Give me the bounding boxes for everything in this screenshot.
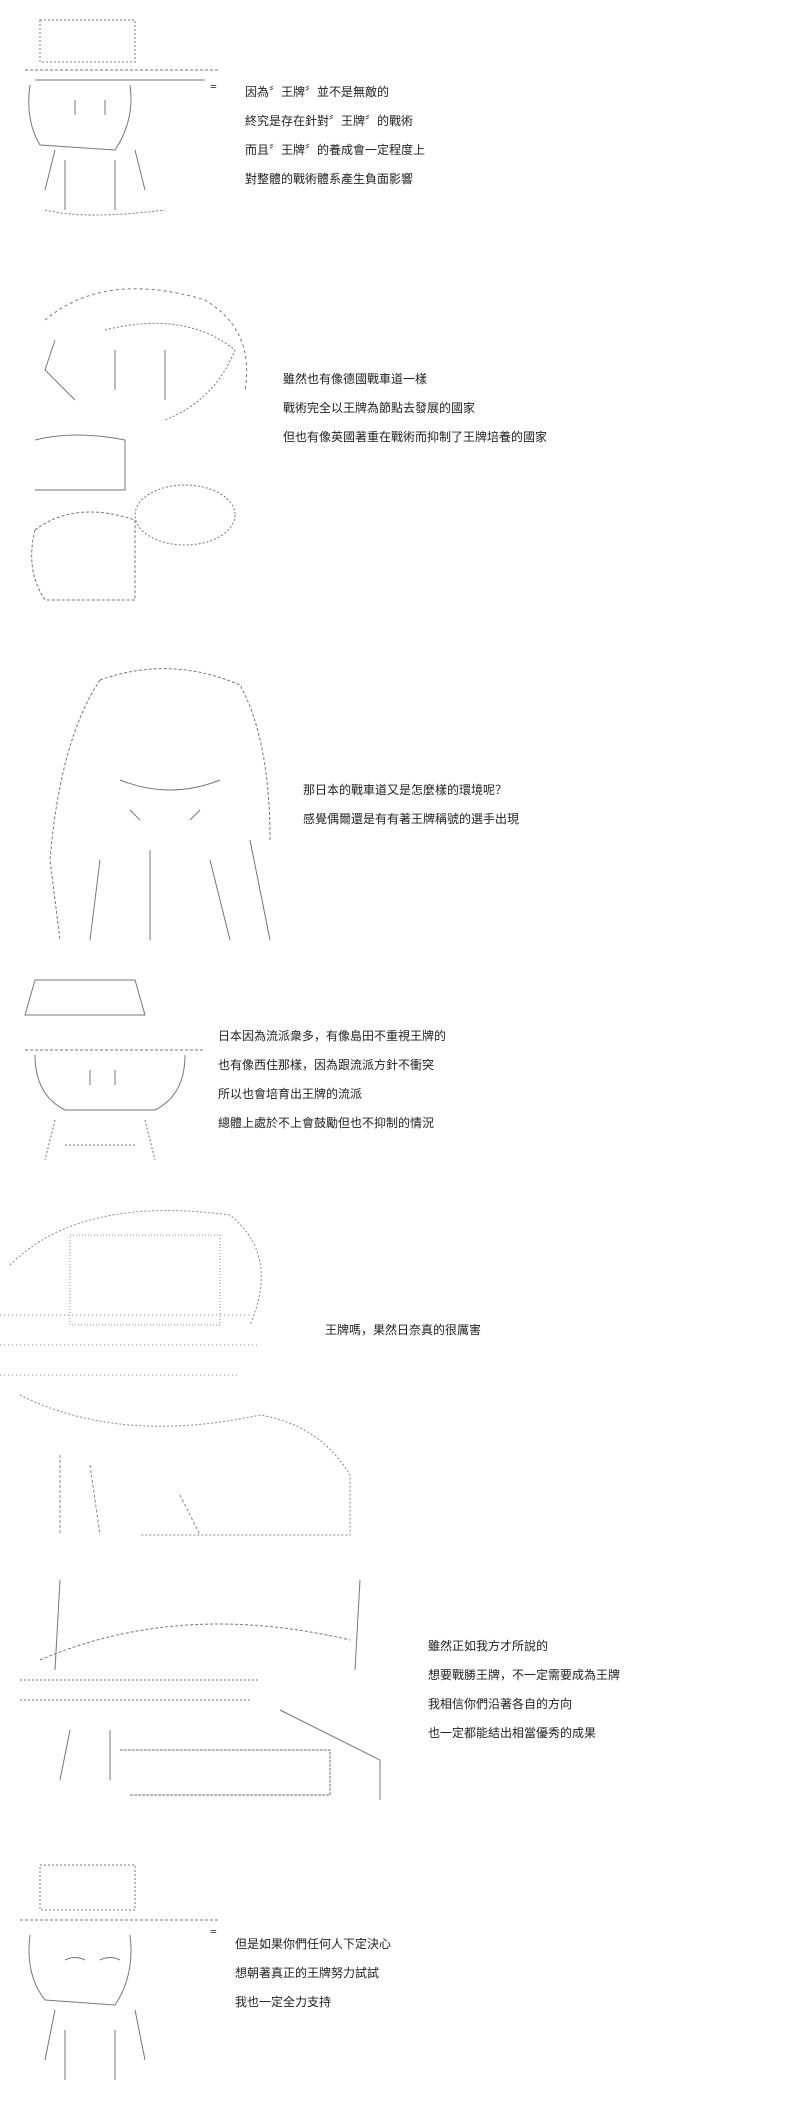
ascii-art-character-long-hair xyxy=(49,668,271,941)
dialogue-line: 王牌嗎，果然日奈真的很厲害 xyxy=(325,1323,482,1337)
dialogue-block-2: 雖然也有像德國戰車道一樣 戰術完全以王牌為節點去發展的國家 但也有像英國著重在戰… xyxy=(283,365,547,452)
panel-6: 雖然正如我方才所說的 想要戰勝王牌，不一定需要成為王牌 我相信你們沿著各自的方向… xyxy=(0,1570,800,1810)
dialogue-line: 所以也會培育出王牌的流派 xyxy=(218,1087,363,1101)
dialogue-line: 想要戰勝王牌，不一定需要成為王牌 xyxy=(428,1668,621,1682)
dialogue-block-6: 雖然正如我方才所說的 想要戰勝王牌，不一定需要成為王牌 我相信你們沿著各自的方向… xyxy=(428,1632,620,1748)
svg-text:=: = xyxy=(210,1925,217,1938)
panel-3: 那日本的戰車道又是怎麼樣的環境呢？ 感覺偶爾還是有有著王牌稱號的選手出現 xyxy=(0,660,800,950)
dialogue-line: 但也有像英國著重在戰術而抑制了王牌培養的國家 xyxy=(283,430,548,444)
dialogue-line: 也有像西住那樣，因為跟流派方針不衝突 xyxy=(218,1058,435,1072)
ascii-art-character-cap-3: = xyxy=(20,1864,220,2080)
dialogue-line: 但是如果你們任何人下定決心 xyxy=(235,1937,392,1951)
dialogue-block-7: 但是如果你們任何人下定決心 想朝著真正的王牌努力試試 我也一定全力支持 xyxy=(235,1930,391,2017)
dialogue-line: 雖然正如我方才所說的 xyxy=(428,1639,549,1653)
panel-5: 王牌嗎，果然日奈真的很厲害 xyxy=(0,1195,800,1560)
dialogue-line: 總體上處於不上會鼓勵但也不抑制的情況 xyxy=(218,1116,435,1130)
ascii-art-character-glasses xyxy=(20,1579,381,1800)
panel-1: = 因為〞王牌〞並不是無敵的 終究是存在針對〞王牌〞的戰術 而且〞王牌〞的養成會… xyxy=(0,0,800,220)
dialogue-line: 對整體的戰術體系產生負面影響 xyxy=(245,172,414,186)
panel-2: 雖然也有像德國戰車道一樣 戰術完全以王牌為節點去發展的國家 但也有像英國著重在戰… xyxy=(0,270,800,620)
dialogue-block-4: 日本因為流派衆多，有像島田不重視王牌的 也有像西住那樣，因為跟流派方針不衝突 所… xyxy=(218,1022,446,1138)
dialogue-block-1: 因為〞王牌〞並不是無敵的 終究是存在針對〞王牌〞的戰術 而且〞王牌〞的養成會一定… xyxy=(245,78,425,194)
dialogue-line: 我也一定全力支持 xyxy=(235,1995,332,2009)
dialogue-line: 而且〞王牌〞的養成會一定程度上 xyxy=(245,143,426,157)
dialogue-block-3: 那日本的戰車道又是怎麼樣的環境呢？ 感覺偶爾還是有有著王牌稱號的選手出現 xyxy=(303,776,519,834)
dialogue-line: 戰術完全以王牌為節點去發展的國家 xyxy=(283,401,476,415)
panel-4: 日本因為流派衆多，有像島田不重視王牌的 也有像西住那樣，因為跟流派方針不衝突 所… xyxy=(0,970,800,1170)
dialogue-line: 日本因為流派衆多，有像島田不重視王牌的 xyxy=(218,1029,447,1043)
dialogue-line: 因為〞王牌〞並不是無敵的 xyxy=(245,85,390,99)
dialogue-line: 雖然也有像德國戰車道一樣 xyxy=(283,372,428,386)
ascii-art-character-cap: = xyxy=(25,19,220,216)
dialogue-line: 那日本的戰車道又是怎麼樣的環境呢？ xyxy=(303,783,508,797)
dialogue-line: 我相信你們沿著各自的方向 xyxy=(428,1697,573,1711)
panel-7: = 但是如果你們任何人下定決心 想朝著真正的王牌努力試試 我也一定全力支持 xyxy=(0,1860,800,2114)
ascii-art-character-beret xyxy=(31,288,248,601)
dialogue-line: 感覺偶爾還是有有著王牌稱號的選手出現 xyxy=(303,812,520,826)
dialogue-block-5: 王牌嗎，果然日奈真的很厲害 xyxy=(325,1316,481,1345)
dialogue-line: 終究是存在針對〞王牌〞的戰術 xyxy=(245,114,414,128)
dialogue-line: 想朝著真正的王牌努力試試 xyxy=(235,1966,380,1980)
ascii-art-character-cap-2 xyxy=(24,979,205,1161)
ascii-art-character-dense xyxy=(0,1210,351,1536)
svg-text:=: = xyxy=(210,80,217,93)
dialogue-line: 也一定都能結出相當優秀的成果 xyxy=(428,1726,597,1740)
